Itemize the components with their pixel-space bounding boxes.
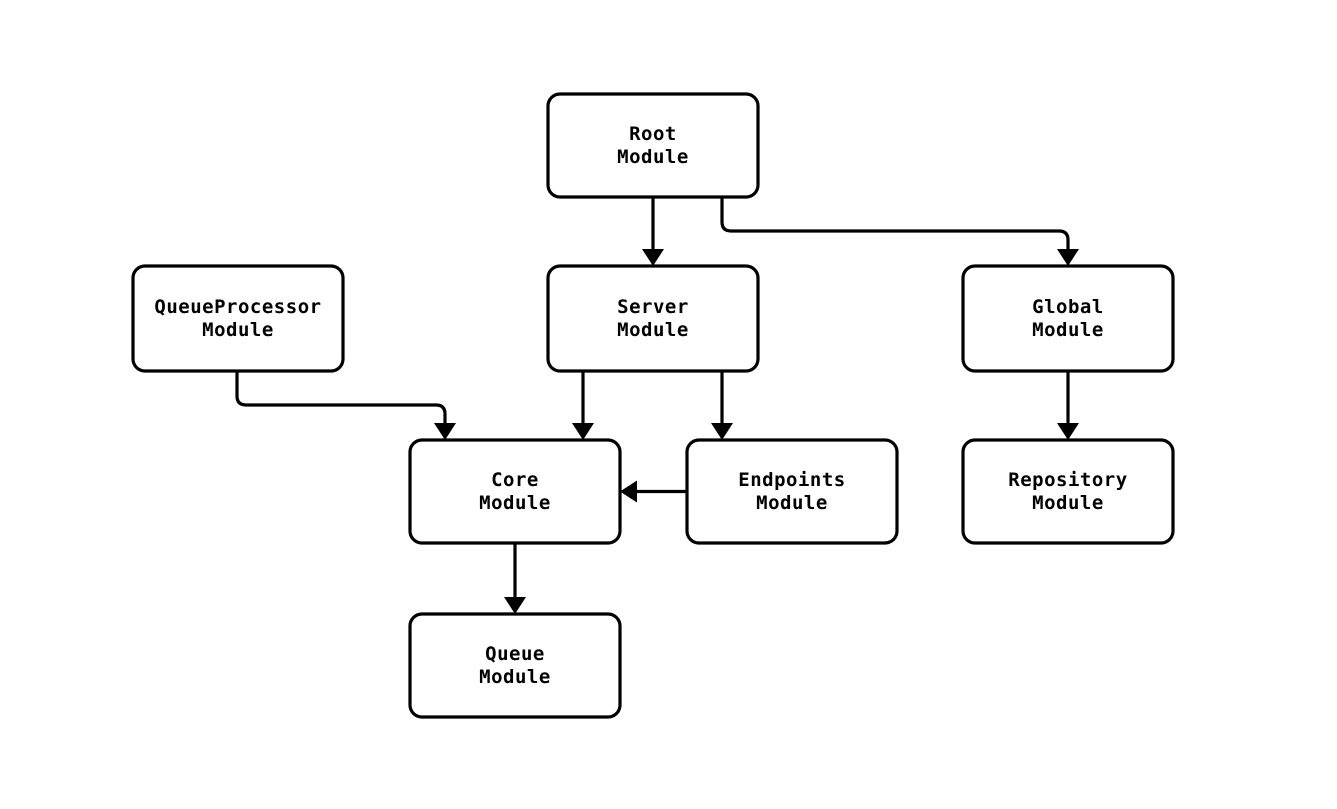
node-global-title: Global xyxy=(1032,296,1104,318)
node-repository-box[interactable] xyxy=(961,438,1175,545)
node-root-title: Root xyxy=(629,123,677,145)
node-server-box[interactable] xyxy=(546,264,760,373)
node-queueprocessor-subtitle: Module xyxy=(202,319,274,341)
arrow-endpoints-core xyxy=(620,480,637,503)
arrow-queueprocessor-core xyxy=(434,423,456,440)
node-global-box[interactable] xyxy=(961,264,1175,373)
edge-server-core xyxy=(572,371,594,440)
node-repository-subtitle: Module xyxy=(1032,492,1104,514)
node-root-subtitle: Module xyxy=(617,146,689,168)
edges-layer xyxy=(235,197,1079,614)
edge-endpoints-core xyxy=(620,480,687,503)
nodes-layer: RootModuleQueueProcessorModuleServerModu… xyxy=(131,92,1175,719)
node-queueprocessor-title: QueueProcessor xyxy=(154,296,321,318)
edge-global-repository xyxy=(1057,371,1079,440)
arrow-core-queue xyxy=(504,597,526,614)
edge-server-endpoints xyxy=(711,371,733,440)
arrow-root-global xyxy=(1057,249,1079,266)
node-queueprocessor-box[interactable] xyxy=(131,264,345,373)
node-queue-box[interactable] xyxy=(408,612,622,719)
node-core-box[interactable] xyxy=(408,438,622,545)
arrow-root-server xyxy=(642,249,664,266)
node-repository-title: Repository xyxy=(1008,469,1127,491)
node-server-subtitle: Module xyxy=(617,319,689,341)
node-endpoints-subtitle: Module xyxy=(756,492,828,514)
arrow-server-endpoints xyxy=(711,423,733,440)
node-core-title: Core xyxy=(491,469,539,491)
edge-core-queue xyxy=(504,543,526,614)
edge-queueprocessor-core xyxy=(235,371,456,440)
node-queue-title: Queue xyxy=(485,643,545,665)
node-global-subtitle: Module xyxy=(1032,319,1104,341)
arrow-server-core xyxy=(572,423,594,440)
edge-root-server xyxy=(642,197,664,266)
arrow-global-repository xyxy=(1057,423,1079,440)
node-core-subtitle: Module xyxy=(479,492,551,514)
node-endpoints-box[interactable] xyxy=(685,438,899,545)
node-root-box[interactable] xyxy=(546,92,760,199)
edge-root-global xyxy=(720,197,1079,266)
node-queue-subtitle: Module xyxy=(479,666,551,688)
node-endpoints-title: Endpoints xyxy=(738,469,845,491)
node-server-title: Server xyxy=(617,296,689,318)
